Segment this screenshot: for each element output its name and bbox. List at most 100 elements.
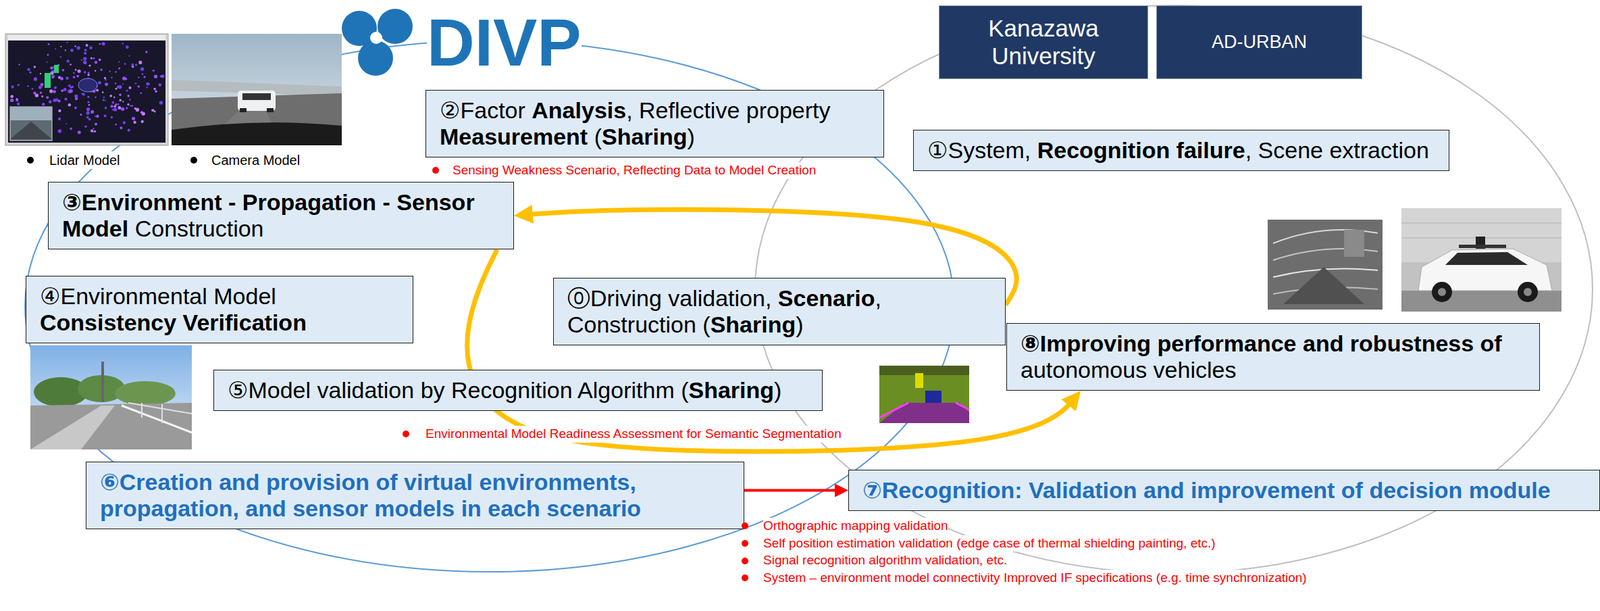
text-run: , Scene extraction — [1245, 137, 1430, 163]
lidar-point — [88, 64, 91, 67]
process-box: ⓪Driving validation, Scenario, Construct… — [553, 277, 1006, 346]
box-text: ⓪Driving validation, Scenario, Construct… — [567, 285, 992, 338]
lidar-point — [114, 82, 117, 84]
lidar-point — [145, 82, 150, 86]
shape-circle — [1431, 281, 1453, 302]
lidar-point — [153, 87, 157, 91]
bullet-dot — [432, 166, 440, 174]
note-text: Sensing Weakness Scenario, Reflecting Da… — [452, 162, 816, 179]
lidar-point — [151, 108, 154, 112]
bullet-note: Orthographic mapping validation — [763, 517, 949, 535]
lidar-point — [58, 128, 63, 134]
lidar-point — [135, 82, 138, 85]
text-run: , Reflective property — [626, 97, 831, 123]
lidar-point — [51, 74, 55, 79]
lidar-point — [135, 108, 140, 113]
box-text: ②Factor Analysis, Reflective property Me… — [439, 97, 870, 150]
lidar-point — [104, 106, 108, 110]
bullet-dot — [741, 539, 749, 547]
lidar-point — [91, 110, 94, 113]
lidar-point — [27, 67, 30, 71]
lidar-point — [94, 122, 98, 126]
lidar-point — [86, 107, 90, 111]
lidar-point — [139, 91, 142, 94]
lidar-point — [94, 115, 96, 117]
shape-rect — [1267, 219, 1383, 310]
lidar-screenshot — [5, 33, 169, 146]
lidar-point — [40, 83, 44, 87]
bullet-dot — [27, 156, 34, 164]
note-text-item: Environmental Model Readiness Assessment… — [402, 425, 842, 443]
lidar-point — [117, 103, 119, 105]
box-text: ⑥Creation and provision of virtual envir… — [99, 468, 731, 522]
shape-rect — [1401, 208, 1562, 312]
lidar-point — [108, 70, 111, 73]
lidar-point — [104, 114, 107, 117]
lidar-point — [151, 69, 154, 72]
text-run: ( — [587, 123, 602, 150]
lidar-point — [87, 95, 90, 98]
box-text: ③Environment - Propagation - Sensor Mode… — [62, 189, 500, 242]
shape-circle — [357, 40, 394, 76]
lidar-point — [74, 106, 77, 110]
lidar-point — [76, 74, 80, 78]
lidar-point — [98, 43, 101, 46]
lidar-point — [68, 84, 71, 88]
note-text: Environmental Model Readiness Assessment… — [425, 425, 842, 443]
shape-ellipse — [114, 380, 176, 406]
text-run: AD-URBAN — [1211, 31, 1307, 53]
lidar-point — [72, 71, 75, 74]
lidar-point — [110, 76, 113, 80]
lidar-point — [66, 59, 70, 63]
shape-polygon — [30, 402, 192, 450]
lidar-point — [52, 98, 57, 102]
lidar-point — [124, 62, 127, 65]
shape-rect — [30, 345, 192, 450]
lidar-point — [101, 41, 105, 46]
process-box: ⑤Model validation by Recognition Algorit… — [213, 369, 823, 411]
lidar-point — [79, 113, 82, 116]
lidar-point — [88, 104, 91, 107]
lidar-point — [83, 70, 87, 74]
shape-rect — [266, 108, 274, 113]
shape-line — [1401, 222, 1562, 224]
shape-rect — [237, 90, 276, 111]
lidar-point — [145, 50, 148, 53]
text-run: Sharing — [710, 311, 797, 338]
bullet-note-item: Self position estimation validation (edg… — [741, 534, 1336, 552]
shape-rect — [8, 35, 166, 40]
text-run: ) — [773, 376, 782, 403]
note-text-item: Sensing Weakness Scenario, Reflecting Da… — [432, 162, 816, 179]
text-run: Sharing — [688, 376, 775, 403]
lidar-point — [97, 81, 102, 85]
lidar-point — [132, 66, 135, 69]
lidar-point — [60, 56, 62, 58]
lidar-point — [72, 76, 75, 79]
lidar-point — [153, 74, 158, 78]
lidar-point — [109, 94, 113, 98]
lidar-point — [131, 104, 134, 107]
lidar-point — [122, 76, 126, 80]
shape-polygon — [1283, 266, 1365, 304]
lidar-point — [90, 110, 94, 114]
lidar-point — [29, 70, 32, 73]
text-run: ) — [795, 311, 804, 338]
lidar-point — [125, 89, 128, 92]
box-text: ④Environmental Model Consistency Verific… — [39, 282, 400, 336]
lidar-point — [33, 76, 38, 81]
lidar-point — [64, 97, 67, 100]
lidar-point — [54, 85, 57, 89]
logo-text-item: DIVP — [426, 9, 582, 76]
lidar-point — [122, 100, 124, 102]
lidar-point — [62, 68, 65, 72]
box-text: Kanazawa University — [946, 14, 1141, 70]
lidar-point — [94, 70, 96, 72]
bullet-note-item: Orthographic mapping validation — [741, 517, 1336, 535]
shape-path — [171, 122, 342, 146]
text-run: Analysis — [531, 97, 627, 123]
lidar-point — [143, 75, 146, 78]
lidar-point — [17, 83, 21, 87]
lidar-point — [111, 101, 115, 105]
box-text: ⑧Improving performance and robustness of… — [1020, 330, 1526, 383]
